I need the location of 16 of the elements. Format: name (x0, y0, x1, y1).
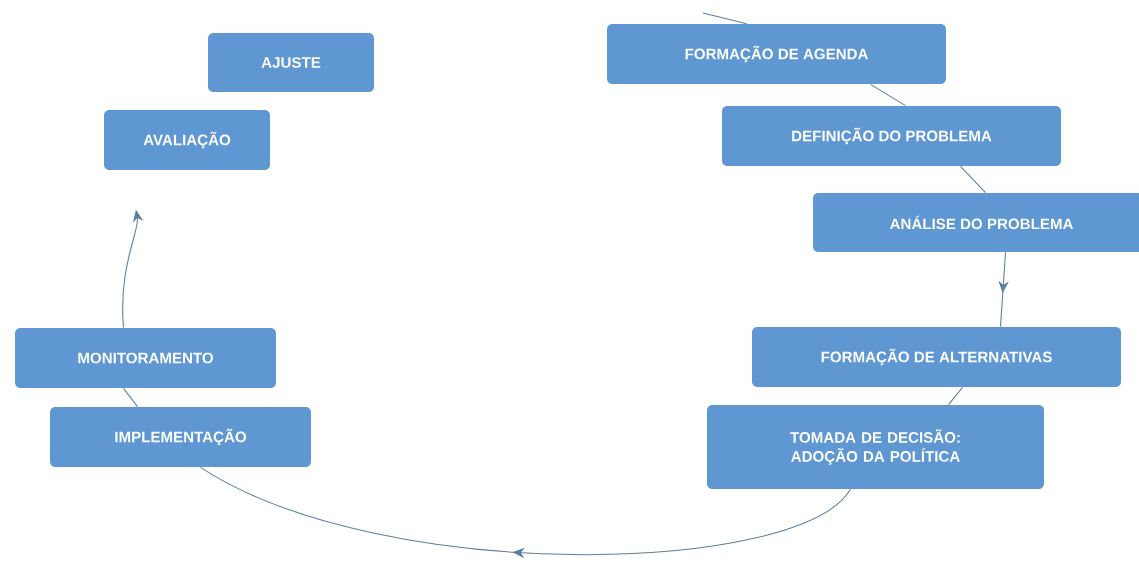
process-box: FORMAÇÃO DE ALTERNATIVAS (752, 327, 1121, 387)
process-box: ANÁLISE DO PROBLEMA (813, 193, 1139, 252)
connector-line (870, 83, 907, 107)
connector-line (948, 386, 964, 406)
connector-line (960, 165, 987, 194)
process-box: TOMADA DE DECISÃO: ADOÇÃO DA POLÍTICA (707, 405, 1044, 489)
connector-line (123, 387, 139, 408)
arrow (200, 466, 852, 559)
process-box: FORMAÇÃO DE AGENDA (607, 24, 946, 84)
process-box: AVALIAÇÃO (104, 110, 270, 170)
process-box: IMPLEMENTAÇÃO (50, 407, 311, 467)
process-box: MONITORAMENTO (15, 328, 276, 388)
process-box: AJUSTE (208, 33, 374, 92)
process-box: DEFINIÇÃO DO PROBLEMA (722, 106, 1061, 166)
arrow (998, 251, 1009, 328)
connector-line (702, 12, 748, 25)
